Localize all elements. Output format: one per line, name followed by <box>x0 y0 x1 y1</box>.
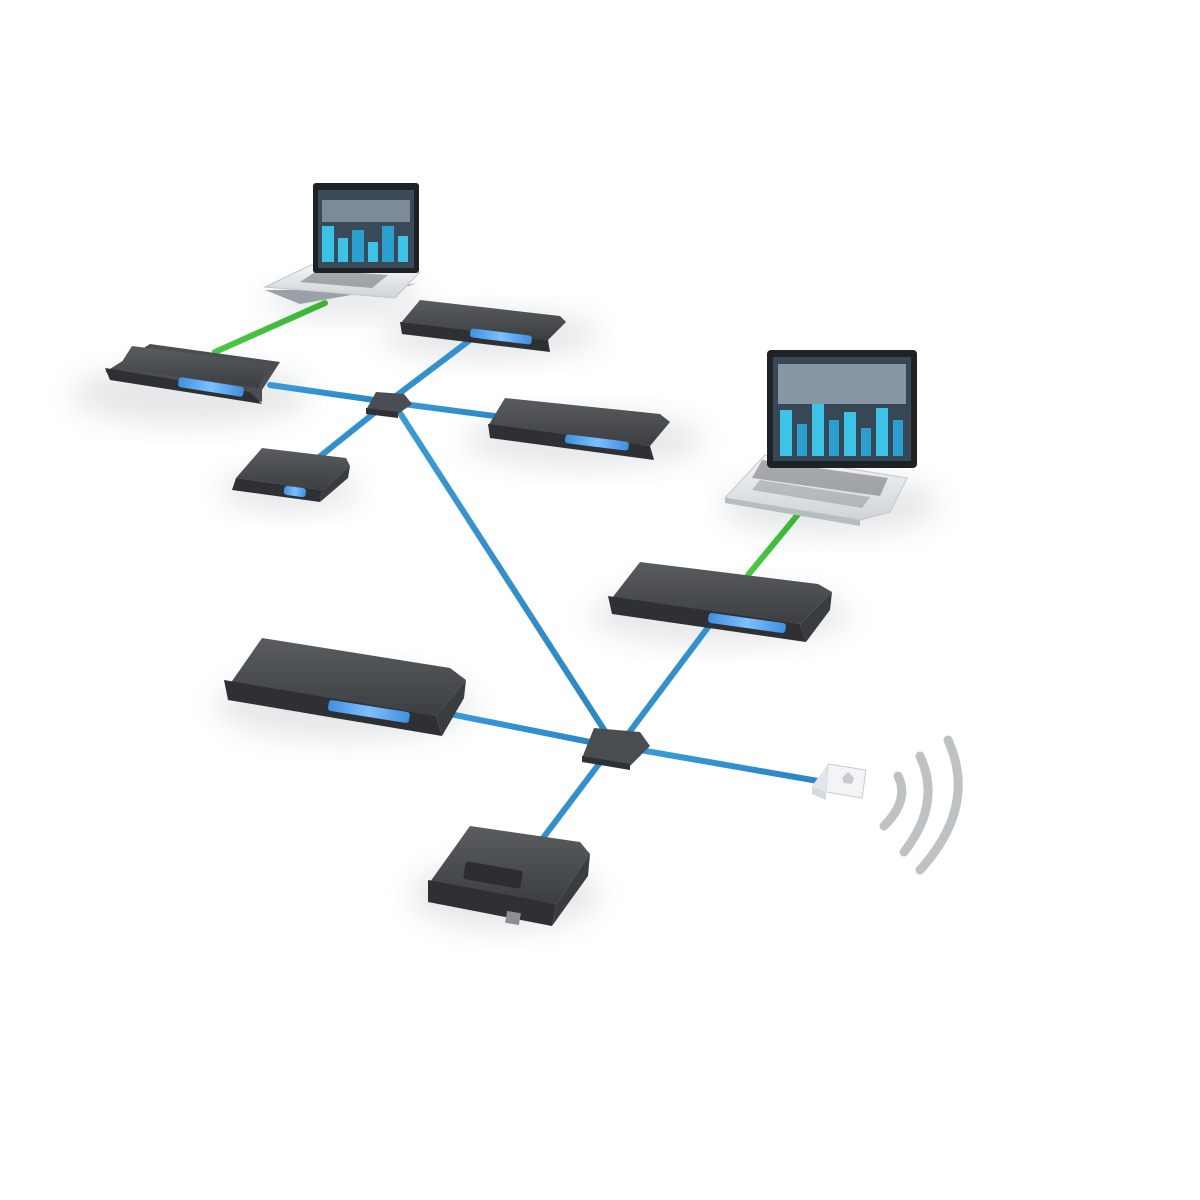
led-strip <box>708 613 786 633</box>
led-strip <box>469 328 532 345</box>
cable-blue-upper-left <box>267 382 391 405</box>
cable-blue-lower-bottom <box>537 749 611 845</box>
cable-blue-lower-ap <box>637 747 821 784</box>
led-strip <box>327 700 410 723</box>
switch-lower <box>582 728 650 770</box>
switch-upper <box>366 392 412 418</box>
cables <box>212 300 821 845</box>
daw-tracks <box>322 200 410 262</box>
cable-blue-lower-midright <box>619 619 715 745</box>
interface-left <box>105 344 280 404</box>
interface-bottom <box>428 826 590 926</box>
interface-small <box>232 448 350 502</box>
laptop-top-left <box>263 183 422 304</box>
access-point <box>812 763 867 800</box>
interface-right <box>488 398 670 460</box>
cable-blue-trunk <box>395 407 615 745</box>
interface-top <box>400 300 566 352</box>
interface-lower-left <box>224 638 466 736</box>
wifi-waves-icon <box>879 735 963 875</box>
cable-green-laptop-right <box>745 509 803 578</box>
apple-logo-icon <box>842 772 854 784</box>
led-strip <box>283 485 307 498</box>
interface-mid-right <box>608 562 832 642</box>
laptop-right <box>723 350 917 526</box>
daw-tracks-large <box>778 364 906 456</box>
cable-green-laptop-left <box>212 300 328 355</box>
cable-blue-lower-left <box>437 709 613 749</box>
led-strip <box>178 377 244 397</box>
led-strip <box>564 434 629 451</box>
cable-blue-upper-top <box>385 337 473 405</box>
